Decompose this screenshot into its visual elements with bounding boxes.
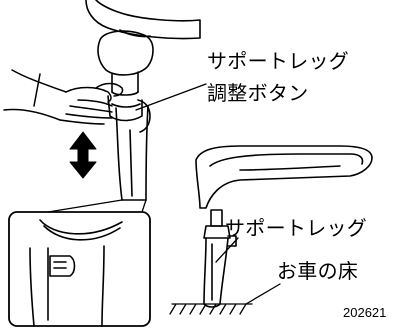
car-floor-leader xyxy=(245,283,281,305)
support-leg-leader xyxy=(215,237,239,263)
support-leg-adjust-button-label-line1: サポートレッグ xyxy=(207,49,350,73)
adjust-button-leader xyxy=(135,83,207,111)
support-leg-lower xyxy=(115,105,149,201)
support-leg-upper xyxy=(97,30,154,96)
detail-inset xyxy=(8,199,151,327)
hand xyxy=(3,69,124,125)
car-floor-label: お車の床 xyxy=(277,259,359,283)
support-leg-adjust-button-label-line2: 調整ボタン xyxy=(207,81,309,105)
seat-base-shell xyxy=(85,0,201,40)
adjust-button xyxy=(107,95,151,133)
figure-code: 202621 xyxy=(343,305,387,320)
seat-base-small xyxy=(195,145,373,209)
support-leg-label: サポートレッグ xyxy=(225,216,368,240)
car-floor-hatch xyxy=(169,303,253,315)
up-down-arrow-icon xyxy=(69,131,97,179)
